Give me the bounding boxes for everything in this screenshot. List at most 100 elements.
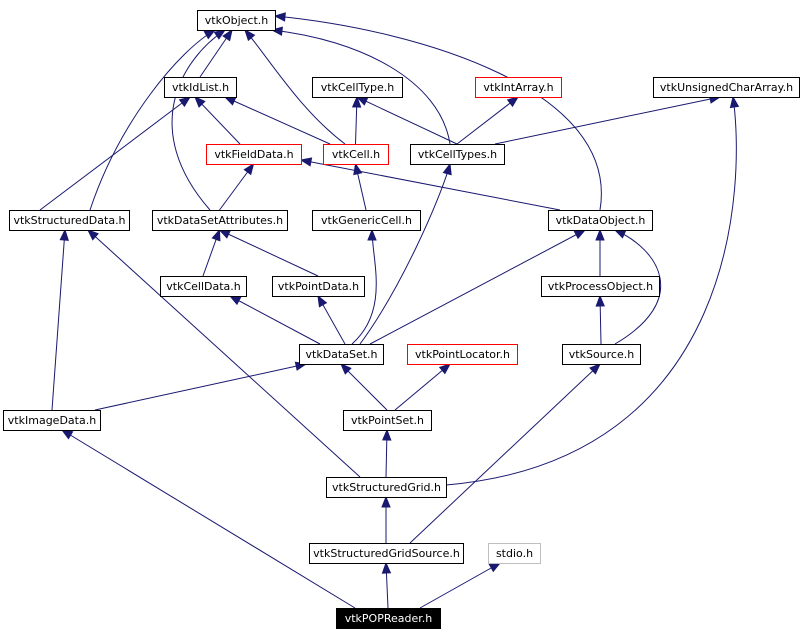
edge-vtkCell-to-vtkCellType bbox=[351, 95, 362, 145]
edge-vtkImageData-to-vtkStructuredData bbox=[51, 228, 69, 411]
edge-vtkStructuredGrid-to-vtkUnsignedCharArray bbox=[445, 95, 740, 486]
edge-vtkDataSet-to-vtkGenericCell bbox=[351, 228, 377, 345]
node-box bbox=[152, 210, 288, 231]
arrowhead-icon bbox=[194, 96, 206, 108]
node-vtkUnsignedCharArray[interactable]: vtkUnsignedCharArray.h bbox=[653, 77, 800, 98]
edge-line bbox=[445, 96, 737, 486]
node-vtkDataObject[interactable]: vtkDataObject.h bbox=[548, 210, 653, 231]
node-box bbox=[343, 410, 432, 431]
node-vtkProcessObject[interactable]: vtkProcessObject.h bbox=[541, 276, 660, 297]
arrowhead-icon bbox=[595, 228, 605, 241]
arrowhead-icon bbox=[244, 28, 256, 42]
node-box bbox=[562, 344, 641, 365]
edge-vtkDataSet-to-vtkCellTypes bbox=[359, 162, 452, 345]
node-vtkCellTypes[interactable]: vtkCellTypes.h bbox=[410, 144, 505, 165]
edge-line bbox=[359, 163, 451, 345]
edge-vtkDataObject-to-vtkFieldData bbox=[299, 157, 561, 211]
arrowhead-icon bbox=[228, 295, 242, 306]
node-vtkPointLocator[interactable]: vtkPointLocator.h bbox=[407, 344, 518, 365]
node-vtkImageData[interactable]: vtkImageData.h bbox=[3, 410, 101, 431]
edge-vtkStructuredGridSource-to-vtkStructuredGrid bbox=[381, 495, 391, 543]
node-box bbox=[326, 477, 447, 498]
arrowhead-icon bbox=[438, 363, 452, 375]
edge-line bbox=[171, 29, 226, 211]
arrowhead-icon bbox=[381, 561, 392, 574]
edge-line bbox=[219, 229, 319, 277]
arrowhead-icon bbox=[213, 29, 227, 40]
edge-line bbox=[394, 363, 451, 411]
edge-vtkPOPReader-to-vtkStructuredGridSource bbox=[381, 561, 392, 609]
edge-vtkCellTypes-to-vtkObject bbox=[270, 26, 451, 145]
node-box bbox=[548, 210, 653, 231]
edge-line bbox=[39, 96, 191, 211]
edge-vtkPointData-to-vtkDataSetAttributes bbox=[218, 229, 319, 277]
node-label: vtkIntArray.h bbox=[483, 81, 553, 94]
node-label: vtkCellTypes.h bbox=[418, 148, 497, 161]
node-vtkPointData[interactable]: vtkPointData.h bbox=[272, 276, 365, 297]
arrowhead-icon bbox=[442, 162, 452, 176]
node-layer: vtkObject.h vtkIdList.h vtkCellType.h vtkIn… bbox=[3, 10, 800, 629]
node-label: vtkCell.h bbox=[332, 148, 380, 161]
edge-line bbox=[244, 29, 346, 145]
arrowhead-icon bbox=[488, 562, 502, 573]
node-vtkCellType[interactable]: vtkCellType.h bbox=[312, 77, 403, 98]
node-vtkPointSet[interactable]: vtkPointSet.h bbox=[343, 410, 432, 431]
edge-vtkDataSet-to-vtkPointData bbox=[317, 294, 346, 345]
node-vtkDataSetAttributes[interactable]: vtkDataSetAttributes.h bbox=[152, 210, 288, 231]
node-vtkFieldData[interactable]: vtkFieldData.h bbox=[206, 144, 302, 165]
edge-vtkCellTypes-to-vtkIntArray bbox=[456, 96, 520, 145]
node-box bbox=[160, 276, 247, 297]
node-label: vtkGenericCell.h bbox=[321, 214, 412, 227]
edge-line bbox=[94, 363, 307, 411]
node-vtkStructuredGridSource[interactable]: vtkStructuredGridSource.h bbox=[309, 543, 464, 564]
arrowhead-icon bbox=[351, 95, 362, 108]
node-label: vtkCellType.h bbox=[321, 81, 395, 94]
edge-vtkStructuredGrid-to-vtkStructuredData bbox=[87, 229, 361, 478]
node-stdio: stdio.h bbox=[488, 543, 541, 564]
node-vtkStructuredGrid[interactable]: vtkStructuredGrid.h bbox=[326, 477, 447, 498]
edge-vtkPointSet-to-vtkPointLocator bbox=[394, 363, 452, 411]
node-label: vtkDataObject.h bbox=[556, 214, 646, 227]
node-vtkIntArray[interactable]: vtkIntArray.h bbox=[475, 77, 562, 98]
edge-layer bbox=[39, 12, 740, 609]
edge-line bbox=[224, 96, 331, 145]
edge-vtkCell-to-vtkObject bbox=[244, 28, 346, 145]
edge-vtkCellTypes-to-vtkCellType bbox=[355, 96, 458, 145]
arrowhead-icon bbox=[273, 12, 286, 22]
node-vtkIdList[interactable]: vtkIdList.h bbox=[164, 77, 237, 98]
node-box bbox=[9, 210, 130, 231]
node-label: vtkUnsignedCharArray.h bbox=[660, 81, 793, 94]
edge-vtkCell-to-vtkIdList bbox=[223, 96, 331, 145]
arrowhead-icon bbox=[729, 95, 740, 109]
node-vtkCellData[interactable]: vtkCellData.h bbox=[160, 276, 247, 297]
node-vtkStructuredData[interactable]: vtkStructuredData.h bbox=[9, 210, 130, 231]
node-box bbox=[272, 276, 365, 297]
arrowhead-icon bbox=[506, 96, 520, 108]
edge-vtkStructuredGridSource-to-vtkSource bbox=[409, 363, 601, 544]
node-box bbox=[407, 344, 518, 365]
edge-line bbox=[419, 562, 501, 609]
edge-line bbox=[271, 29, 451, 145]
edge-vtkCellTypes-to-vtkUnsignedCharArray bbox=[494, 94, 722, 145]
node-box bbox=[299, 344, 384, 365]
edge-line bbox=[340, 363, 388, 411]
node-box bbox=[323, 144, 389, 165]
node-vtkCell[interactable]: vtkCell.h bbox=[323, 144, 389, 165]
node-label: vtkSource.h bbox=[569, 348, 634, 361]
node-vtkSource[interactable]: vtkSource.h bbox=[562, 344, 641, 365]
arrowhead-icon bbox=[60, 429, 74, 440]
node-vtkDataSet[interactable]: vtkDataSet.h bbox=[299, 344, 384, 365]
edge-line bbox=[409, 363, 601, 544]
arrowhead-icon bbox=[222, 28, 233, 42]
node-label: vtkDataSetAttributes.h bbox=[157, 214, 283, 227]
node-vtkObject[interactable]: vtkObject.h bbox=[197, 10, 276, 31]
edge-vtkStructuredData-to-vtkIdList bbox=[39, 96, 192, 211]
node-box bbox=[309, 543, 464, 564]
arrowhead-icon bbox=[87, 229, 99, 241]
arrowhead-icon bbox=[203, 29, 217, 40]
edge-vtkCellData-to-vtkDataSetAttributes bbox=[202, 228, 221, 277]
arrowhead-icon bbox=[382, 428, 392, 441]
node-vtkGenericCell[interactable]: vtkGenericCell.h bbox=[312, 210, 421, 231]
edge-vtkDataObject-to-vtkObject bbox=[273, 12, 602, 211]
